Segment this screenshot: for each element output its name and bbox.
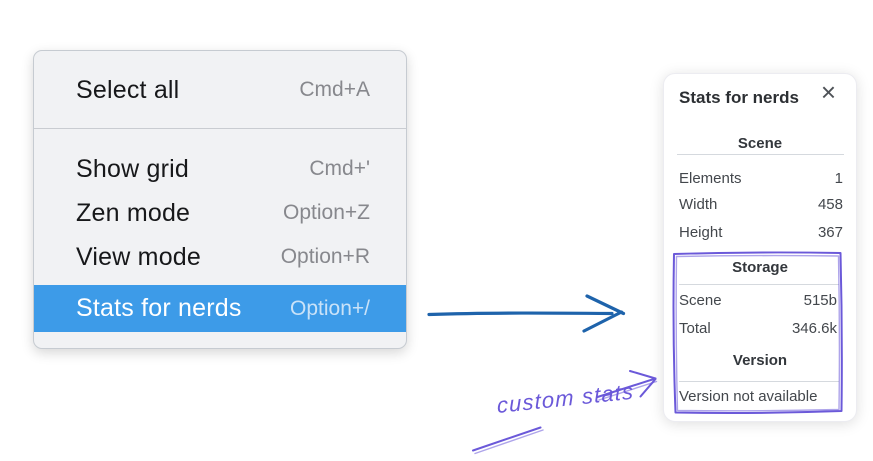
menu-item-shortcut: Cmd+' [309,157,370,180]
stat-row-scene-storage: Scene 515b [679,292,837,309]
menu-item-select-all[interactable]: Select all Cmd+A [34,64,406,116]
context-menu: Select all Cmd+A Show grid Cmd+' Zen mod… [33,50,407,349]
stat-row-height: Height 367 [679,224,843,241]
stat-row-total-storage: Total 346.6k [679,320,837,337]
menu-item-label: Select all [76,75,180,104]
close-icon[interactable]: × [820,77,836,107]
storage-section-title: Storage [732,259,788,276]
stat-value: 346.6k [791,320,837,337]
menu-item-shortcut: Option+/ [290,296,370,320]
section-divider [677,154,844,155]
stat-label: Height [679,224,723,241]
panel-title: Stats for nerds [679,88,799,107]
stat-label: Scene [679,292,722,309]
stat-value: 1 [834,170,843,187]
menu-item-label: Stats for nerds [76,294,242,322]
menu-item-shortcut: Cmd+A [299,78,370,101]
menu-item-label: Show grid [76,154,189,183]
annotation-label: custom stats [496,378,635,419]
menu-item-view-mode[interactable]: View mode Option+R [34,235,406,279]
section-divider [679,284,839,285]
menu-item-label: Zen mode [76,198,191,227]
stat-value: 458 [817,196,843,213]
version-message: Version not available [679,388,818,405]
version-section-title: Version [732,352,788,369]
stats-for-nerds-panel: Stats for nerds × Scene Elements 1 Width… [663,73,857,422]
menu-item-stats-for-nerds[interactable]: Stats for nerds Option+/ [34,285,406,332]
menu-item-shortcut: Option+Z [283,201,370,224]
stat-label: Width [679,196,718,213]
menu-to-panel-arrow-icon [427,294,626,333]
menu-item-shortcut: Option+R [280,245,370,268]
stat-row-elements: Elements 1 [679,170,843,187]
stat-label: Total [679,320,711,337]
menu-divider [34,128,406,129]
stat-value: 515b [803,292,837,309]
menu-item-label: View mode [76,242,202,271]
stat-row-width: Width 458 [679,196,843,213]
stat-value: 367 [817,224,843,241]
section-divider [679,381,839,382]
stat-label: Elements [679,170,742,187]
menu-item-show-grid[interactable]: Show grid Cmd+' [34,147,406,191]
scene-section-title: Scene [737,135,783,152]
menu-item-zen-mode[interactable]: Zen mode Option+Z [34,191,406,235]
